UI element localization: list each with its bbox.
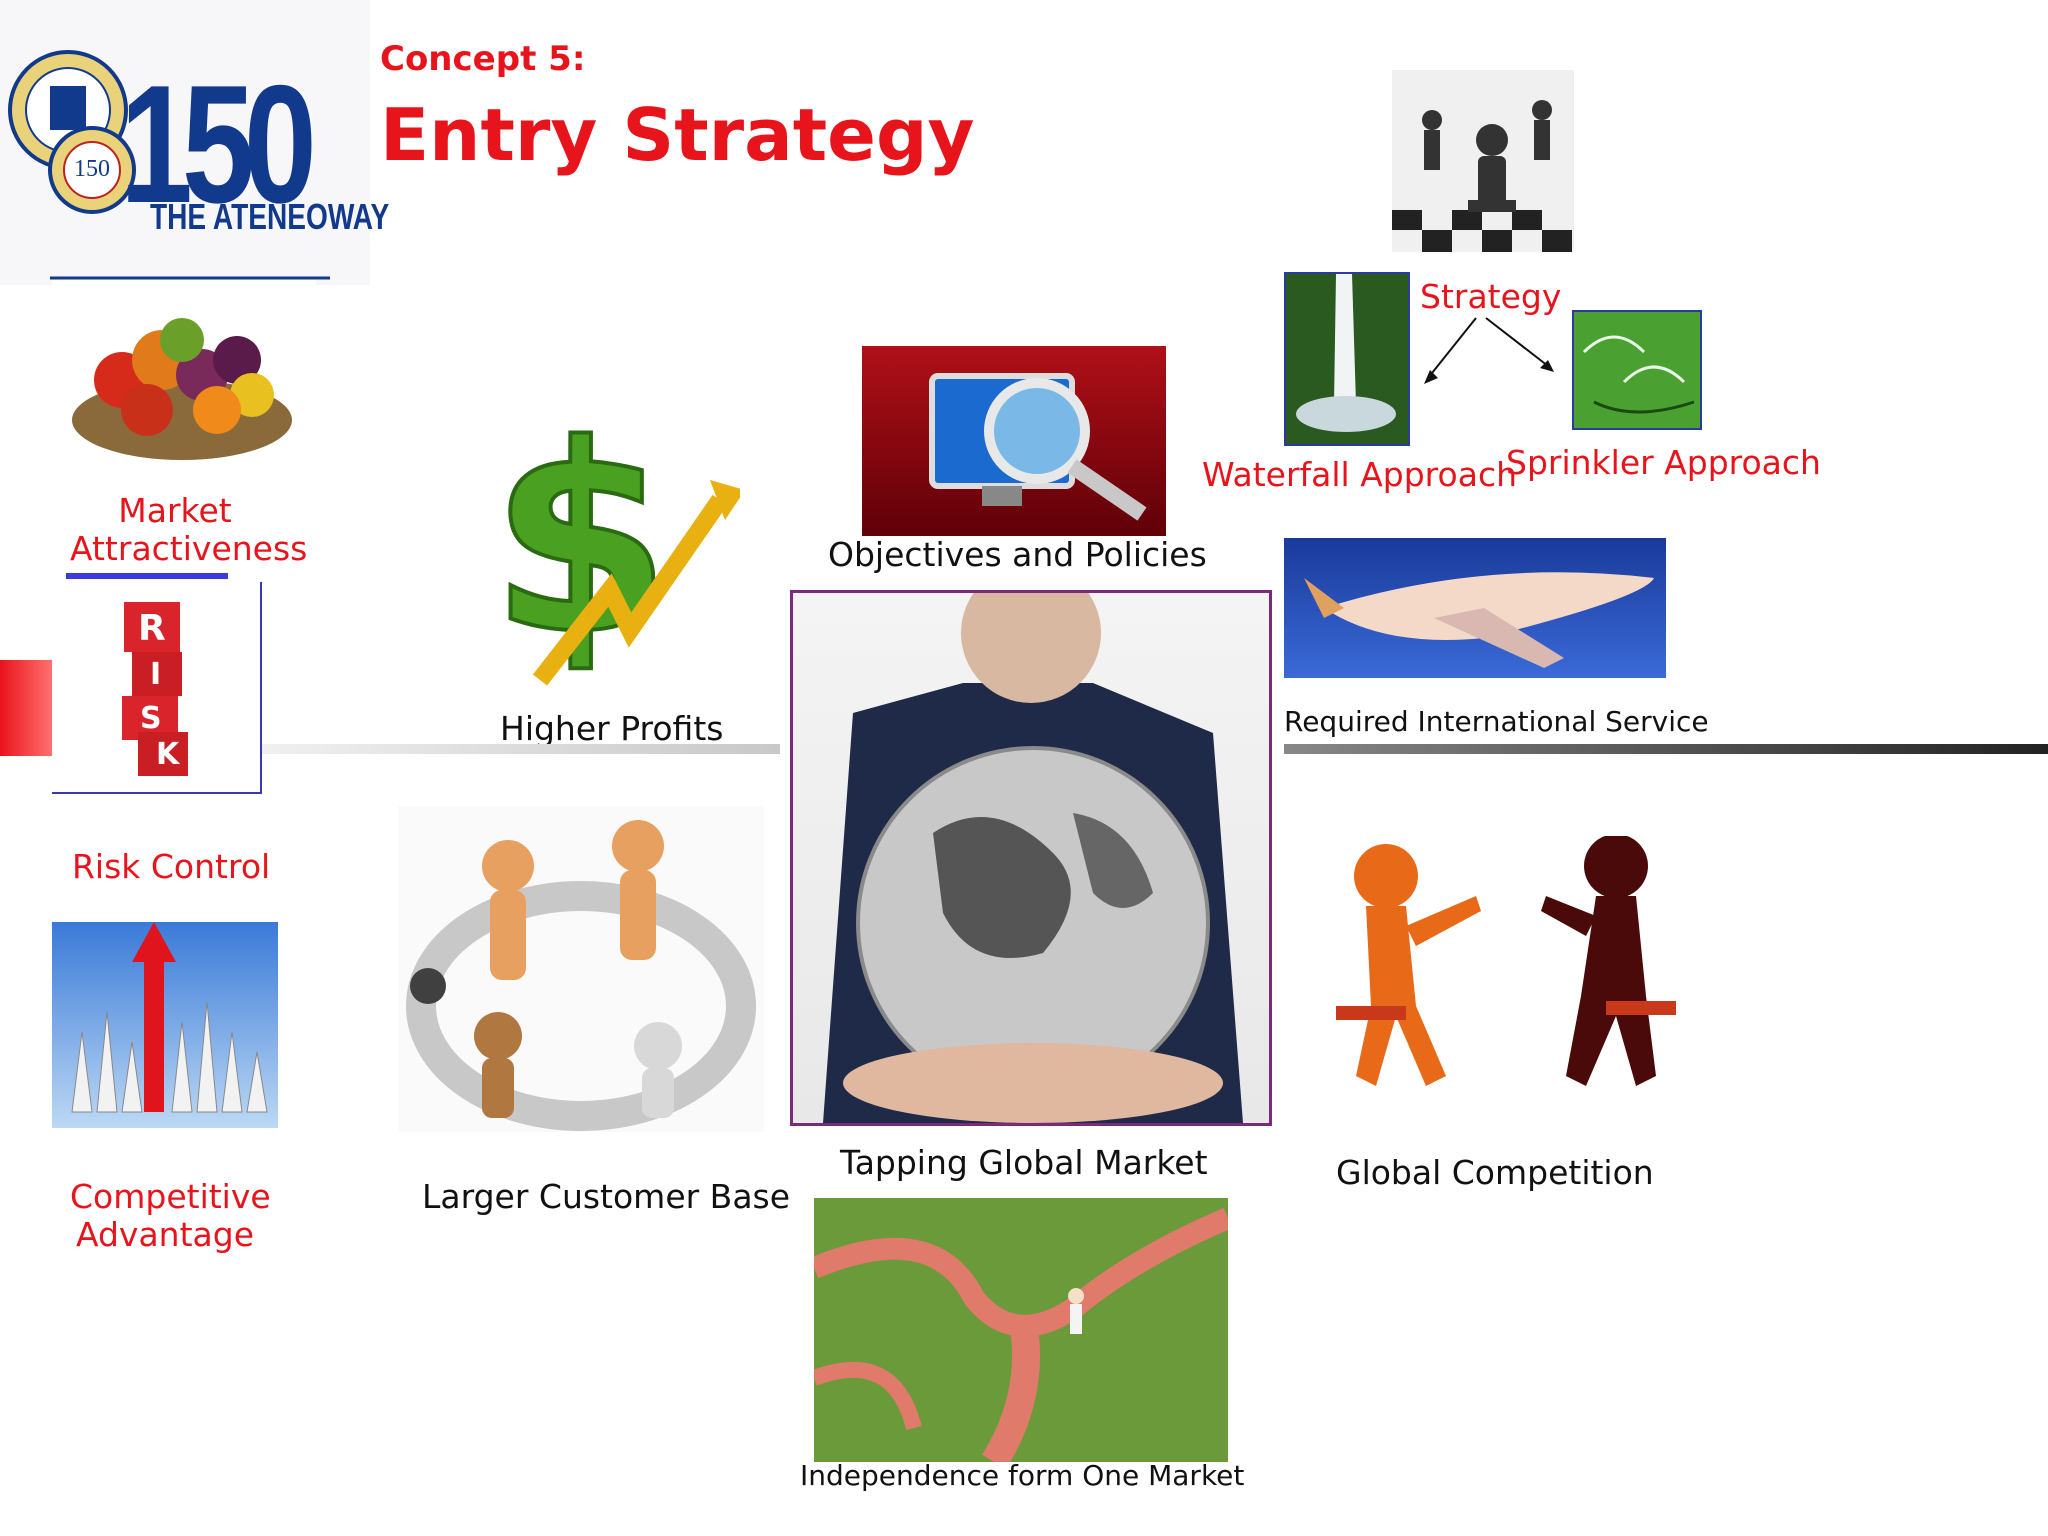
sprinkler-label: Sprinkler Approach bbox=[1506, 443, 1821, 482]
concept-label: Concept 5: bbox=[380, 39, 586, 79]
logo-subtitle: THE ATENEOWAY bbox=[150, 196, 390, 237]
sprinkler-image bbox=[1572, 310, 1702, 430]
paper-people-circle-image bbox=[398, 806, 764, 1132]
dollar-growth-image: $ bbox=[480, 380, 740, 700]
chess-board-image bbox=[1392, 70, 1574, 252]
seal-number: 150 bbox=[74, 156, 110, 182]
waterfall-image bbox=[1284, 272, 1410, 446]
risk-control-label: Risk Control bbox=[72, 847, 271, 886]
strategy-arrows-icon bbox=[1424, 317, 1554, 384]
crossroads-path-image bbox=[814, 1198, 1228, 1462]
airplane-image bbox=[1284, 538, 1666, 678]
risk-letter-i: I bbox=[150, 657, 162, 692]
waterfall-label: Waterfall Approach bbox=[1202, 455, 1517, 494]
divider-left bbox=[262, 744, 780, 754]
higher-profits-label: Higher Profits bbox=[500, 709, 724, 748]
risk-letter-s: S bbox=[140, 701, 162, 736]
blue-underline bbox=[66, 573, 228, 579]
larger-customer-base-label: Larger Customer Base bbox=[422, 1177, 791, 1216]
left-red-tab bbox=[0, 660, 52, 756]
ateneo-seal-icon bbox=[8, 50, 330, 280]
competitive-advantage-label: Competitive Advantage bbox=[70, 1177, 271, 1254]
logo-number: 150 bbox=[120, 50, 317, 238]
market-attractiveness-label: Market Attractiveness bbox=[70, 491, 308, 568]
strategy-label: Strategy bbox=[1420, 277, 1562, 316]
page-title: Entry Strategy bbox=[380, 93, 975, 177]
risk-letter-r: R bbox=[138, 608, 166, 649]
risk-letter-k: K bbox=[156, 737, 180, 772]
competitive-arrows-image bbox=[52, 922, 278, 1128]
globe-in-hands-image bbox=[790, 590, 1272, 1126]
risk-blocks-image: R I S K bbox=[52, 582, 262, 794]
ateneo-logo: 150 THE ATENEOWAY 150 bbox=[0, 0, 389, 285]
svg-text:$: $ bbox=[490, 390, 671, 692]
monitor-magnifier-image bbox=[862, 346, 1166, 536]
tapping-global-market-label: Tapping Global Market bbox=[840, 1143, 1208, 1182]
fruit-basket-image bbox=[52, 280, 316, 472]
objectives-policies-label: Objectives and Policies bbox=[828, 535, 1207, 574]
independence-label: Independence form One Market bbox=[800, 1459, 1245, 1492]
divider-right bbox=[1284, 744, 2048, 754]
global-competition-label: Global Competition bbox=[1336, 1153, 1654, 1192]
two-figures-image bbox=[1316, 836, 1696, 1106]
intl-service-label: Required International Service bbox=[1284, 705, 1709, 738]
